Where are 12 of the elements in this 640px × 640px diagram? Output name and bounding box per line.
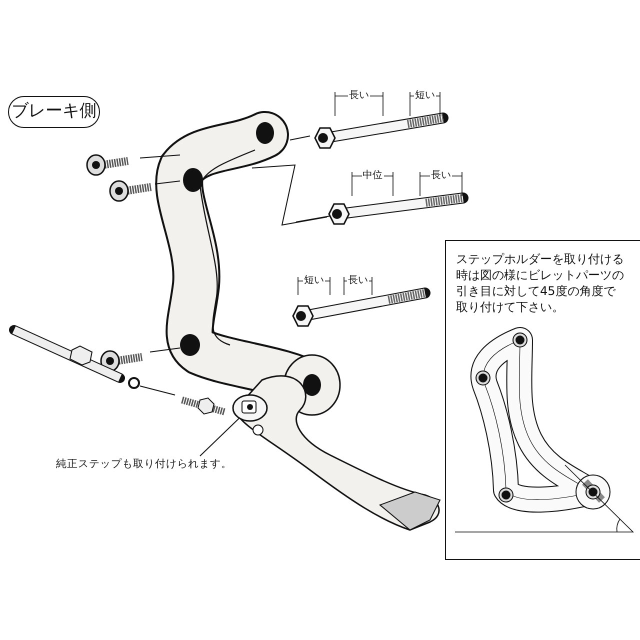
dimension-label: 長い bbox=[430, 170, 452, 182]
dimension-label: 短い bbox=[414, 90, 436, 102]
dimension-label: 短い bbox=[303, 275, 325, 287]
heading-label: ブレーキ側 bbox=[8, 96, 100, 128]
dimension-label: 長い bbox=[347, 275, 369, 287]
note-box bbox=[445, 240, 640, 560]
note-text: 純正ステップも取り付けられます。 bbox=[56, 456, 246, 472]
instruction-text: ステップホルダーを取り付ける時は図の様にビレットパーツの引き目に対して45度の角度で取り付けて下さい。 bbox=[456, 251, 625, 315]
dimension-label: 中位 bbox=[362, 170, 384, 182]
clevis-drawing bbox=[232, 394, 268, 422]
leader-line bbox=[200, 418, 240, 456]
dimension-label: 長い bbox=[348, 90, 370, 102]
